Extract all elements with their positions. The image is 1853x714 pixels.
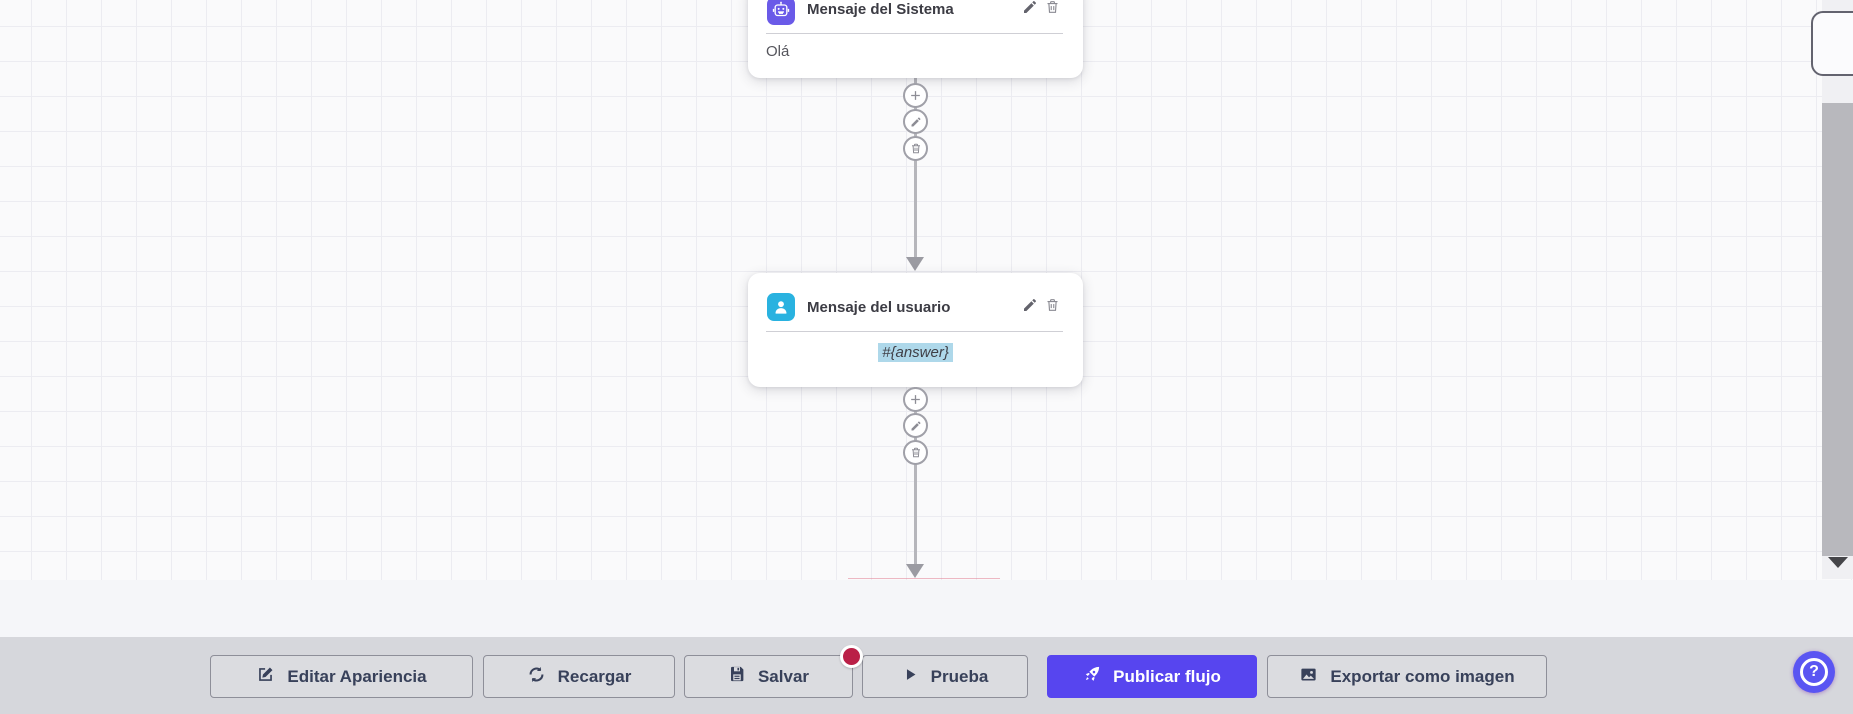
delete-node-icon[interactable] (1045, 297, 1061, 313)
reload-icon (527, 665, 546, 689)
help-button[interactable]: ? (1793, 651, 1835, 693)
scrollbar-down-button[interactable] (1822, 550, 1853, 574)
edit-node-icon[interactable] (1022, 0, 1038, 15)
delete-node-icon[interactable] (1045, 0, 1061, 15)
delete-connector-button[interactable] (903, 136, 928, 161)
scrollbar-thumb[interactable] (1822, 103, 1853, 556)
node-title: Mensaje del usuario (807, 299, 951, 316)
bottom-toolbar: Editar Apariencia Recargar (0, 637, 1853, 714)
test-button[interactable]: Prueba (862, 655, 1028, 698)
robot-icon (767, 0, 795, 25)
offscreen-panel-corner (1811, 11, 1853, 76)
image-icon (1299, 665, 1318, 689)
edit-appearance-icon (256, 665, 275, 689)
edit-connector-button[interactable] (903, 413, 928, 438)
connector-line (914, 76, 917, 258)
node-title: Mensaje del Sistema (807, 1, 954, 18)
connector-line (914, 386, 917, 564)
button-label: Salvar (757, 666, 810, 686)
edit-node-icon[interactable] (1022, 297, 1038, 313)
button-label: Exportar como imagen (1330, 666, 1515, 686)
publish-flow-button[interactable]: Publicar flujo (1047, 655, 1257, 698)
node-card-user-message[interactable]: Mensaje del usuario #{answer} (748, 273, 1083, 387)
node-card-system-message[interactable]: Mensaje del Sistema Olá (748, 0, 1083, 78)
button-label: Prueba (930, 666, 989, 686)
triangle-down-icon (1827, 556, 1848, 568)
button-label: Publicar flujo (1113, 666, 1221, 686)
question-mark-icon: ? (1800, 658, 1828, 686)
answer-variable-chip[interactable]: #{answer} (878, 343, 953, 362)
arrow-down-icon (906, 257, 924, 271)
edit-appearance-button[interactable]: Editar Apariencia (210, 655, 473, 698)
rocket-icon (1083, 665, 1101, 688)
card-divider (766, 331, 1063, 332)
user-icon (767, 293, 795, 321)
save-icon (728, 665, 746, 688)
reload-button[interactable]: Recargar (483, 655, 675, 698)
node-body-text: Olá (766, 43, 790, 60)
export-image-button[interactable]: Exportar como imagen (1267, 655, 1547, 698)
unsaved-changes-badge (840, 645, 863, 668)
card-divider (766, 33, 1063, 34)
flow-canvas[interactable]: Mensaje del Sistema Olá (0, 0, 1853, 580)
button-label: Editar Apariencia (287, 666, 427, 686)
play-icon (902, 666, 919, 688)
button-label: Recargar (557, 666, 632, 686)
node-body-text: #{answer} (766, 343, 1065, 362)
add-node-button[interactable] (903, 387, 928, 412)
delete-connector-button[interactable] (903, 440, 928, 465)
vertical-scrollbar[interactable] (1822, 0, 1853, 579)
footer-spacer (0, 580, 1853, 637)
arrow-down-icon (906, 564, 924, 578)
save-button[interactable]: Salvar (684, 655, 853, 698)
add-node-button[interactable] (903, 83, 928, 108)
edit-connector-button[interactable] (903, 109, 928, 134)
next-node-edge (848, 578, 1000, 579)
